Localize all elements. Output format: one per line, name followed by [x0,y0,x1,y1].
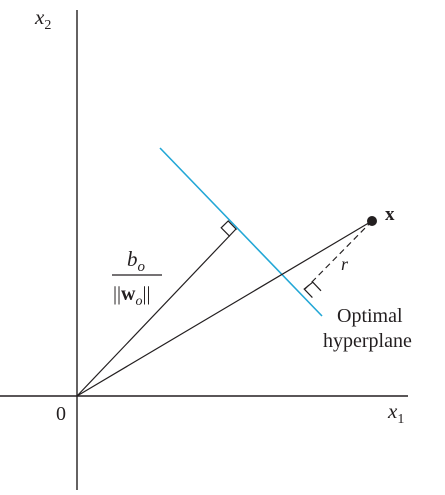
origin-to-point-line [76,220,373,397]
x2-axis-label: x2 [34,5,51,33]
right-angle-marker-distance [303,281,322,299]
hyperplane-label-line1: Optimal [337,305,403,327]
point-x-label: x [385,204,395,225]
point-x-dot [367,216,377,226]
distance-r-label: r [341,254,349,274]
distance-r-line [304,220,373,290]
origin-label: 0 [56,403,66,425]
x1-axis-label: x1 [387,399,404,427]
hyperplane-label-line2: hyperplane [323,330,412,352]
fraction-numerator: bo [127,247,146,275]
normal-line [76,228,237,397]
right-angle-marker-normal [220,220,238,237]
fraction-denominator: ||wo|| [113,283,150,309]
optimal-hyperplane-line [159,147,323,317]
